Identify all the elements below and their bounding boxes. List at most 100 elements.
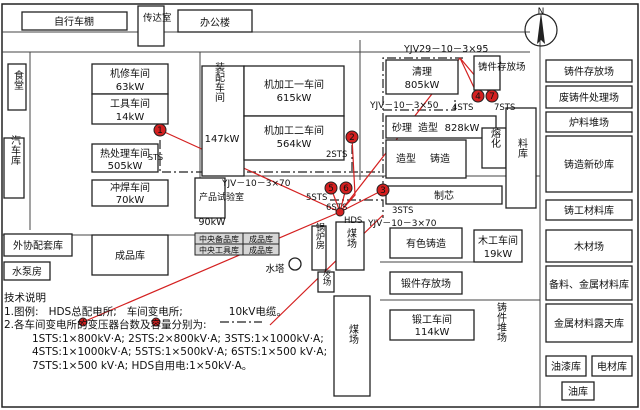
- test-room-label: 产品试验室: [199, 191, 244, 203]
- legend-hds: HDS总配电所;: [48, 305, 117, 318]
- furnace-charge-yard: [545, 111, 633, 133]
- legend-prefix: 1.图例:: [4, 305, 39, 318]
- stamping-label: 冲焊车间: [110, 181, 150, 194]
- north-label: N: [538, 7, 545, 17]
- notes-capacity-1: 1STS:1×800kV·A; 2STS:2×800kV·A; 3STS:1×1…: [32, 332, 324, 345]
- oil-store-label: 油库: [568, 385, 588, 398]
- molding-label: 造型: [418, 121, 438, 134]
- machining-1-label: 机加工一车间: [264, 78, 324, 91]
- cables: [159, 57, 463, 218]
- melting-label: 熔化: [489, 127, 501, 148]
- water-tower: [288, 257, 302, 271]
- coal-yard-label: 煤场: [345, 227, 357, 249]
- central-tools-label: 中央工具库: [199, 245, 239, 255]
- machining-shop-1: [243, 65, 345, 117]
- assembly-power: 147kW: [205, 134, 240, 145]
- stamping-power: 70kW: [116, 195, 145, 206]
- product-store: [91, 234, 169, 276]
- notes-capacity-2: 4STS:1×1000kV·A; 5STS:1×500kV·A; 6STS:1×…: [32, 346, 328, 358]
- foundry-row: [385, 115, 497, 139]
- material-store-label: 料库: [516, 137, 528, 159]
- foundry-material-store: [545, 199, 633, 221]
- test-room-power: 90kW: [199, 217, 227, 228]
- office-label: 办公楼: [200, 16, 230, 29]
- hds-label: HDS: [344, 216, 362, 226]
- woodwork-label: 木工车间: [478, 234, 518, 247]
- machining-2-power: 564kW: [277, 139, 312, 150]
- notes-legend: 1.图例:HDS总配电所;车间变电所;10kV电缆。: [4, 306, 326, 320]
- canteen-label: 食堂: [12, 69, 24, 90]
- legend-symbols: [78, 317, 262, 327]
- ash-yard: [317, 271, 335, 293]
- repair-shop-label: 机修车间: [110, 67, 150, 80]
- casting-label: 铸造: [430, 152, 450, 165]
- substation-1: 1 STS: [148, 123, 167, 162]
- machining-shop-2: [243, 115, 345, 161]
- forging-store: [389, 271, 463, 295]
- office-building: [177, 9, 253, 33]
- foundry-power: 828kW: [445, 123, 480, 134]
- cable-label-south: YJV－10－3×70: [367, 219, 437, 229]
- north-arrow-icon: N: [524, 7, 558, 47]
- substation-5-label: 5STS: [306, 193, 327, 203]
- substation-5-num: 5: [328, 184, 334, 194]
- substation-3-label: 3STS: [392, 206, 413, 216]
- outsourcing-label: 外协配套库: [13, 239, 63, 252]
- pump-house: [3, 261, 51, 281]
- ash-yard-label: 灰场: [321, 268, 331, 287]
- assembly-label: 装配车间: [213, 61, 225, 103]
- paint-store-label: 油漆库: [551, 360, 581, 373]
- coal-yard-2: [333, 295, 371, 397]
- substation-4-num: 4: [475, 92, 481, 102]
- cable-label-main: YJV29－10－3×95: [403, 44, 488, 55]
- sand-label: 砂理: [392, 121, 412, 134]
- material-store: [505, 107, 537, 209]
- garage-label: 汽车库: [9, 134, 21, 166]
- tool-shop-power: 14kW: [116, 112, 145, 123]
- tool-shop: [91, 93, 169, 125]
- machining-2-label: 机加工二车间: [264, 124, 324, 137]
- spare-metal-store: [545, 265, 633, 301]
- heat-treatment-label: 热处理车间: [100, 147, 150, 160]
- cable-label-north: YJV－10－3×50: [369, 101, 439, 111]
- product-store-small-2-label: 成品库: [249, 245, 273, 255]
- coal-yard: [335, 221, 365, 271]
- heat-treatment-shop: [91, 143, 159, 173]
- casting-yard-label: 铸件堆场: [495, 301, 507, 343]
- melting-shop: [481, 127, 507, 169]
- nonferrous-casting: [389, 227, 463, 259]
- substation-6-label: 6STS: [326, 203, 347, 213]
- guard-room: [137, 5, 165, 47]
- tool-shop-label: 工具车间: [110, 97, 150, 110]
- paint-store: [545, 355, 587, 377]
- notes-capacity-3: 7STS:1×500 kV·A; HDS自用电:1×50kV·A。: [32, 359, 253, 372]
- substation-1-num: 1: [157, 126, 163, 136]
- electric-store-label: 电材库: [597, 360, 627, 373]
- nonferrous-label: 有色铸造: [406, 237, 446, 250]
- bike-shed-label: 自行车棚: [54, 15, 94, 28]
- substation-4-label: 4STS: [452, 103, 473, 113]
- forging-store-label: 锻件存放场: [401, 277, 451, 290]
- scrap-yard-label: 废铸件处理场: [559, 91, 619, 104]
- technical-notes: 技术说明 1.图例:HDS总配电所;车间变电所;10kV电缆。 2.各车间变电所…: [4, 292, 328, 373]
- repair-shop-power: 63kW: [116, 82, 145, 93]
- notes-item-2: 2.各车间变电所的变压器台数及容量分别为:: [4, 319, 207, 331]
- central-spares-label: 中央备品库: [199, 234, 239, 244]
- bike-shed: [21, 11, 128, 31]
- forging-power: 114kW: [415, 327, 450, 338]
- casting-store-right-label: 铸件存放场: [564, 65, 614, 78]
- substation-3-num: 3: [380, 186, 386, 196]
- woodwork-shop: [473, 229, 523, 263]
- substation-5: 5 5STS: [306, 181, 338, 203]
- product-store-small-2: [242, 243, 280, 256]
- substation-7-num: 7: [489, 92, 495, 102]
- forging-label: 锻工车间: [412, 313, 452, 326]
- assembly-shop: [201, 65, 245, 177]
- heat-treatment-power: 505kW: [108, 161, 143, 172]
- pump-house-label: 水泵房: [12, 265, 42, 278]
- coal-yard-2-label: 煤场: [347, 323, 359, 345]
- notes-title: 技术说明: [4, 292, 46, 304]
- molding-2-label: 造型: [396, 152, 416, 165]
- casting-store-top-label: 铸件存放场: [478, 61, 526, 73]
